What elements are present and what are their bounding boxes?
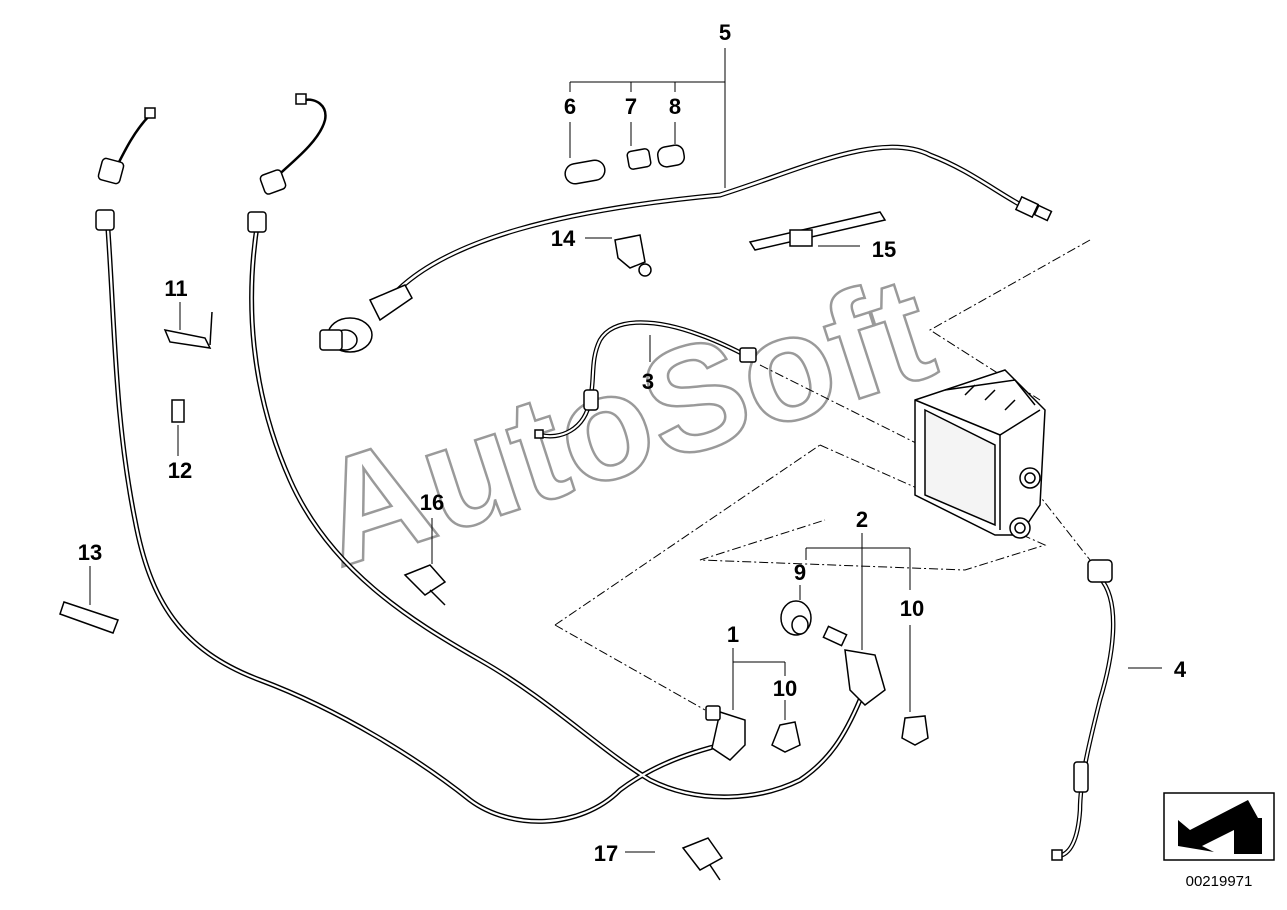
callout-6: 6: [564, 94, 576, 119]
clip-11: [163, 311, 213, 423]
callout-10b: 10: [900, 596, 924, 621]
cable-5-connector: [1014, 195, 1053, 222]
nav-arrow-box: [1163, 792, 1275, 861]
callout-16: 16: [420, 490, 444, 515]
arrow-left-down-icon: [1178, 797, 1262, 854]
callout-14: 14: [551, 226, 576, 251]
callout-4: 4: [1174, 657, 1187, 682]
assembly-outlines: [554, 239, 1091, 711]
callout-15: 15: [872, 237, 896, 262]
callout-1: 1: [727, 622, 739, 647]
sensor-cable-5: [395, 144, 1033, 293]
callout-12: 12: [168, 458, 192, 483]
callout-2: 2: [856, 507, 868, 532]
sensor-2: [822, 625, 886, 706]
reference-number: 00219971: [1186, 873, 1253, 890]
small-parts: [564, 144, 686, 185]
callout-3: 3: [642, 369, 654, 394]
control-module: [914, 369, 1046, 539]
callout-5: 5: [719, 20, 731, 45]
callout-11: 11: [164, 276, 187, 301]
sensor-1: [705, 705, 746, 761]
callouts: 5 6 7 8 14 15 3 11 12 13 16 2 9 10 1 10 …: [78, 20, 1187, 866]
callout-13: 13: [78, 540, 102, 565]
clip-17: [681, 837, 724, 881]
sensor-cable-4: [1055, 575, 1116, 859]
callout-8: 8: [669, 94, 681, 119]
clip-16: [403, 564, 447, 606]
sleeve-13: [59, 601, 119, 634]
leader-lines: [89, 48, 1162, 853]
callout-7: 7: [625, 94, 637, 119]
callout-9: 9: [794, 560, 806, 585]
callout-17: 17: [594, 841, 618, 866]
cable-5-plug: [319, 284, 413, 353]
cable-tie-15: [748, 211, 887, 251]
clip-14: [614, 234, 652, 277]
callout-10a: 10: [773, 676, 797, 701]
